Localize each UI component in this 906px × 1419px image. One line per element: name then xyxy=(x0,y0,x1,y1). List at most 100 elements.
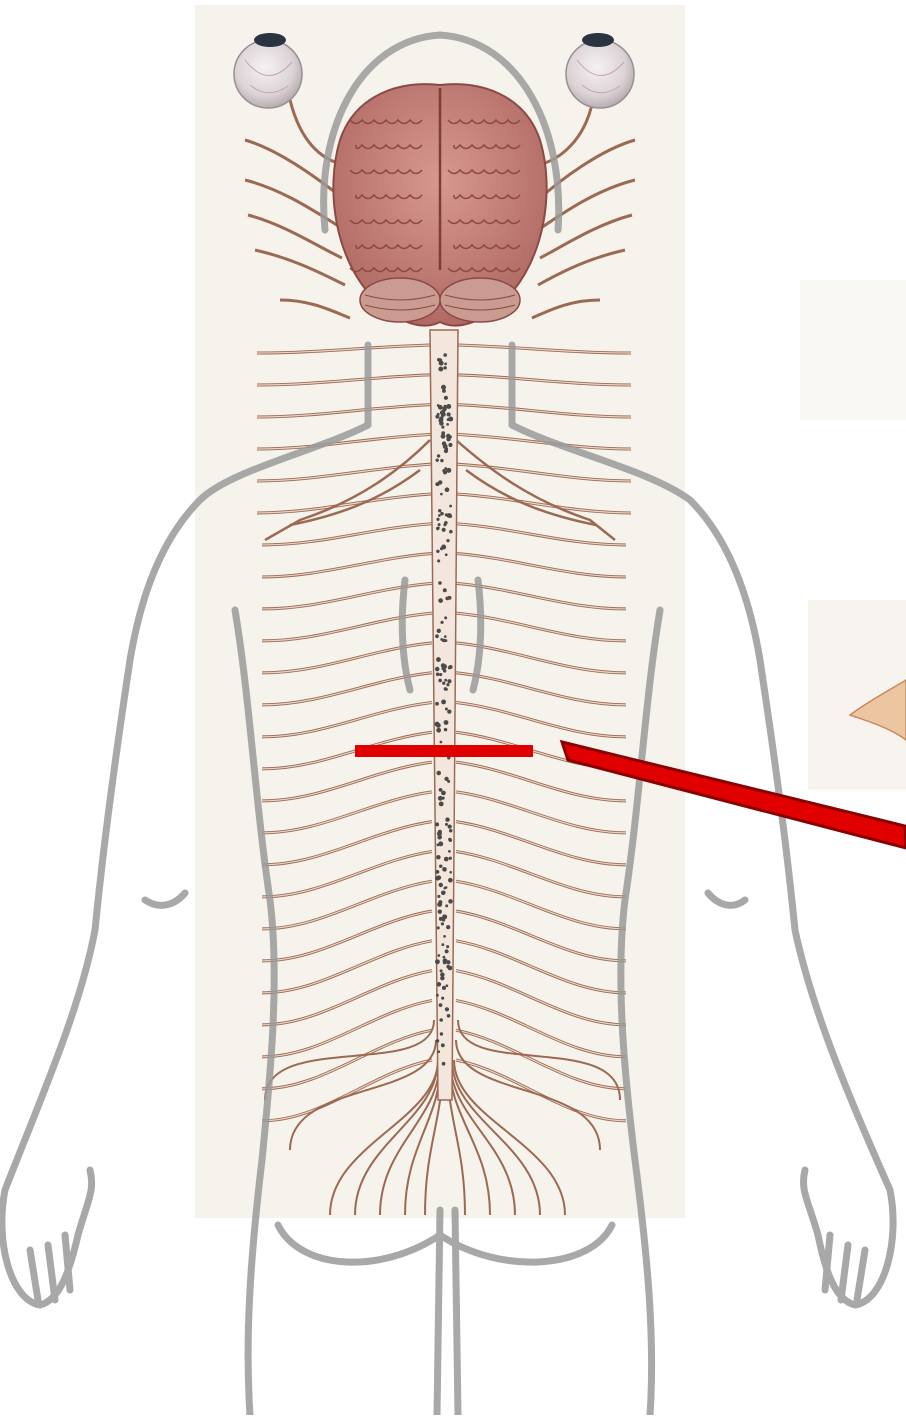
ganglion-dot xyxy=(435,458,438,461)
ganglion-dot xyxy=(443,956,446,959)
ganglion-dot xyxy=(441,1043,445,1047)
ganglion-dot xyxy=(448,899,453,904)
ganglion-dot xyxy=(446,468,451,473)
ganglion-dot xyxy=(441,922,444,925)
ganglion-dot xyxy=(437,559,440,562)
ganglion-dot xyxy=(439,417,443,421)
ganglion-dot xyxy=(438,523,441,526)
ganglion-dot xyxy=(446,434,451,439)
ganglion-dot xyxy=(445,886,448,889)
ganglion-dot xyxy=(436,994,439,997)
ganglion-dot xyxy=(440,459,443,462)
ganglion-dot xyxy=(444,362,447,365)
ganglion-dot xyxy=(438,367,443,372)
ganglion-dot xyxy=(436,672,440,676)
ganglion-dot xyxy=(436,843,439,846)
ganglion-dot xyxy=(438,598,443,603)
ganglion-dot xyxy=(437,629,441,633)
ganglion-dot xyxy=(438,830,442,834)
ganglion-dot xyxy=(446,965,450,969)
ganglion-dot xyxy=(446,984,449,987)
ganglion-dot xyxy=(446,960,450,964)
ganglion-dot xyxy=(438,514,441,517)
ganglion-dot xyxy=(435,634,439,638)
ganglion-dot xyxy=(443,366,446,369)
ganglion-dot xyxy=(449,530,453,534)
ganglion-dot xyxy=(438,480,442,484)
ganglion-dot xyxy=(438,581,442,585)
ganglion-dot xyxy=(445,823,448,826)
ganglion-dot xyxy=(449,505,452,508)
ganglion-dot xyxy=(447,418,450,421)
ganglion-dot xyxy=(445,487,450,492)
ganglion-dot xyxy=(449,857,452,860)
ganglion-dot xyxy=(438,358,442,362)
ganglion-dot xyxy=(439,802,444,807)
ganglion-dot xyxy=(443,353,447,357)
ganglion-dot xyxy=(439,1003,443,1007)
ganglion-dot xyxy=(437,902,442,907)
ganglion-dot xyxy=(448,850,451,853)
ganglion-dot xyxy=(446,925,450,929)
ganglion-dot xyxy=(436,550,439,553)
ganglion-dot xyxy=(448,838,451,841)
ganglion-dot xyxy=(436,870,440,874)
ganglion-dot xyxy=(435,702,439,706)
ganglion-dot xyxy=(444,857,449,862)
ganglion-dot xyxy=(440,741,443,744)
ganglion-dot xyxy=(442,918,445,921)
ganglion-dot xyxy=(441,434,446,439)
ganglion-dot xyxy=(442,389,446,393)
ganglion-dot xyxy=(440,621,443,624)
ganglion-dot xyxy=(437,526,440,529)
ganglion-dot xyxy=(441,943,444,946)
ganglion-dot xyxy=(442,867,447,872)
ganglion-dot xyxy=(435,822,439,826)
ganglion-dot xyxy=(448,443,452,447)
highlight-underline xyxy=(355,745,533,757)
ganglion-dot xyxy=(445,448,448,451)
ganglion-dot xyxy=(448,666,451,669)
ganglion-dot xyxy=(446,539,449,542)
ganglion-dot xyxy=(439,883,443,887)
ganglion-dot xyxy=(447,1014,451,1018)
ganglion-dot xyxy=(442,469,446,473)
ganglion-dot xyxy=(445,1007,449,1011)
ganglion-dot xyxy=(450,515,453,518)
ganglion-dot xyxy=(441,545,446,550)
ganglion-dot xyxy=(436,723,441,728)
ganglion-dot xyxy=(446,945,449,948)
ganglion-dot xyxy=(436,518,439,521)
ganglion-dot xyxy=(441,666,445,670)
ganglion-dot xyxy=(439,788,443,792)
ganglion-dot xyxy=(438,954,441,957)
ganglion-dot xyxy=(437,982,441,986)
ganglion-dot xyxy=(444,777,448,781)
ganglion-dot xyxy=(441,997,444,1000)
ganglion-dot xyxy=(442,986,446,990)
ganglion-dot xyxy=(445,707,448,710)
ganglion-dot xyxy=(444,616,447,619)
ganglion-dot xyxy=(446,423,449,426)
ganglion-dot xyxy=(436,771,441,776)
ganglion-dot xyxy=(444,635,447,638)
ganglion-dot xyxy=(436,657,441,662)
ganglion-dot xyxy=(444,728,448,732)
ganglion-dot xyxy=(443,588,447,592)
ganglion-dot xyxy=(449,829,452,832)
ganglion-dot xyxy=(442,797,445,800)
ganglion-dot xyxy=(441,699,446,704)
ganglion-dot xyxy=(447,679,451,683)
ganglion-dot xyxy=(437,895,440,898)
ganglion-dot xyxy=(439,835,442,838)
ganglion-dot xyxy=(448,825,452,829)
ganglion-dot xyxy=(436,728,441,733)
ganglion-dot xyxy=(442,1062,446,1066)
brain-icon xyxy=(333,84,546,325)
ganglion-dot xyxy=(446,404,451,409)
ganglion-dot xyxy=(436,855,440,859)
ganglion-dot xyxy=(440,1032,443,1035)
ganglion-dot xyxy=(446,683,449,686)
